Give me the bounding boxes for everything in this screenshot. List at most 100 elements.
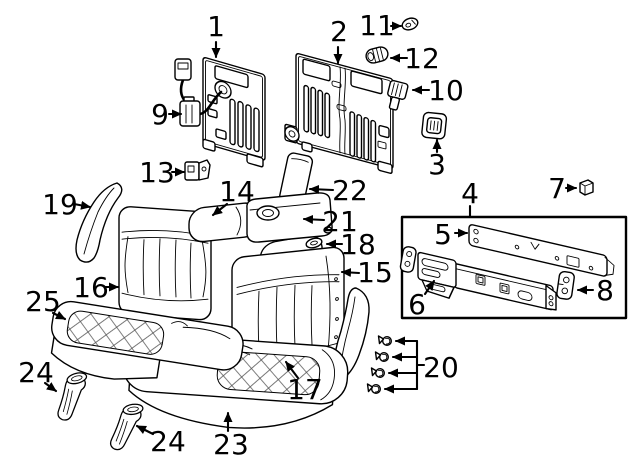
part-18-grommet[interactable] xyxy=(305,237,323,250)
callout-2[interactable]: 2 xyxy=(330,15,348,48)
callout-6[interactable]: 6 xyxy=(408,288,426,321)
frame2-slots-right xyxy=(349,111,377,163)
leader-22 xyxy=(308,184,335,194)
seat15-ribs xyxy=(257,284,313,351)
callout-12[interactable]: 12 xyxy=(404,42,440,75)
leader-21 xyxy=(302,214,326,224)
plug12-body xyxy=(365,46,389,64)
callout-25[interactable]: 25 xyxy=(25,285,61,318)
part-19-bolster-left[interactable] xyxy=(75,182,123,263)
fastener-clip-1[interactable] xyxy=(377,335,392,346)
part-24-latch-strap-left[interactable] xyxy=(57,370,89,421)
leader-24b xyxy=(135,424,155,436)
end-bracket-left-hole-a xyxy=(406,251,413,257)
part-25-cushion-pad[interactable] xyxy=(45,299,246,398)
harness-cable-lower xyxy=(198,90,223,116)
fastener-clip-3[interactable] xyxy=(370,367,385,378)
cushion25-notch-seam xyxy=(171,321,188,327)
frame1-vent-slots xyxy=(229,98,260,153)
part-11-clip[interactable] xyxy=(401,16,420,32)
rail6-rivet-details xyxy=(475,274,533,301)
part-12-plug[interactable] xyxy=(365,46,390,65)
frame2-inner-line xyxy=(298,56,391,166)
part-21-armrest[interactable] xyxy=(246,192,333,243)
part-5-reinforcement-bar[interactable] xyxy=(468,224,615,278)
bolster19-outline xyxy=(75,182,123,263)
fastener-clip-4[interactable] xyxy=(366,383,381,394)
part-13-bracket[interactable] xyxy=(184,159,211,181)
bar5-square-hole xyxy=(566,255,580,268)
seat16-ribs xyxy=(142,238,192,299)
callout-21[interactable]: 21 xyxy=(322,205,358,238)
fastener-clip-2[interactable] xyxy=(374,351,389,362)
leader-14 xyxy=(211,202,229,217)
bracket8-hole-b xyxy=(561,287,569,295)
callout-13[interactable]: 13 xyxy=(139,156,175,189)
callout-7[interactable]: 7 xyxy=(548,172,566,205)
frame1-grommet-inner xyxy=(218,85,228,95)
clip11-hole xyxy=(405,22,412,28)
callout-10[interactable]: 10 xyxy=(428,74,464,107)
callout-9[interactable]: 9 xyxy=(151,98,169,131)
bar5-v-notch xyxy=(530,241,540,250)
callout-8[interactable]: 8 xyxy=(596,274,614,307)
headrest14-seam xyxy=(235,206,242,236)
part-6-rail[interactable] xyxy=(417,251,557,323)
part-3-bezel[interactable] xyxy=(421,111,448,140)
end-bracket-left-body xyxy=(399,246,417,273)
callout-23[interactable]: 23 xyxy=(213,428,249,461)
bracket13-hole xyxy=(187,165,195,173)
leader-19 xyxy=(72,200,92,210)
part-9-harness[interactable] xyxy=(174,58,223,127)
part-2-seatback-frame-wide[interactable] xyxy=(284,50,394,174)
frame2-center-channel xyxy=(338,66,346,155)
panel22-seam xyxy=(291,158,309,163)
callout-22[interactable]: 22 xyxy=(332,174,368,207)
callout-17[interactable]: 17 xyxy=(287,373,323,406)
callout-24b[interactable]: 24 xyxy=(150,425,186,458)
callout-5[interactable]: 5 xyxy=(434,218,452,251)
callout-15[interactable]: 15 xyxy=(357,256,393,289)
callout-1[interactable]: 1 xyxy=(207,10,225,43)
armrest-cupholder-inner xyxy=(262,209,274,217)
bezel-hatch xyxy=(429,120,439,131)
part-7-clip[interactable] xyxy=(579,179,594,196)
leader-17 xyxy=(284,360,300,380)
latch-body xyxy=(387,79,409,100)
callout-19[interactable]: 19 xyxy=(42,188,78,221)
grommet18-inner xyxy=(310,240,318,246)
seat15-fastener-dots xyxy=(334,277,339,339)
cushion25-quilt-panel xyxy=(66,310,165,355)
frame2-pivot-inner xyxy=(288,130,296,138)
bar5-end-tab xyxy=(604,256,615,276)
callout-14[interactable]: 14 xyxy=(219,175,255,208)
callout-16[interactable]: 16 xyxy=(73,271,109,304)
callout-20[interactable]: 20 xyxy=(423,351,459,384)
callout-3[interactable]: 3 xyxy=(428,148,446,181)
bracket8-body xyxy=(556,270,575,300)
part-10-latch[interactable] xyxy=(384,79,409,112)
rail6-end-hole-a xyxy=(548,295,554,301)
callout-24a[interactable]: 24 xyxy=(18,356,54,389)
cushion25-right-seam xyxy=(182,326,231,340)
plug12-ribs xyxy=(372,47,384,62)
bracket13-rivet xyxy=(201,166,207,172)
leader-24a xyxy=(43,381,58,393)
bar5-hole-a xyxy=(473,228,479,235)
part-20-fastener-group[interactable] xyxy=(366,335,426,394)
armrest-pivot-tab xyxy=(323,226,333,234)
bracket13-body xyxy=(184,161,200,181)
latch-ribs xyxy=(391,82,403,97)
part-1-seatback-frame[interactable] xyxy=(202,57,266,168)
callout-11[interactable]: 11 xyxy=(359,9,395,42)
callout-18[interactable]: 18 xyxy=(340,228,376,261)
frame2-dash2 xyxy=(336,103,347,112)
frame2-square-hole xyxy=(378,124,390,139)
frame2-dash1 xyxy=(331,80,342,89)
part-9-connector xyxy=(179,100,201,127)
callout-4[interactable]: 4 xyxy=(461,177,479,210)
bracket-end-left[interactable] xyxy=(399,246,417,273)
part-8-bracket[interactable] xyxy=(556,270,575,300)
